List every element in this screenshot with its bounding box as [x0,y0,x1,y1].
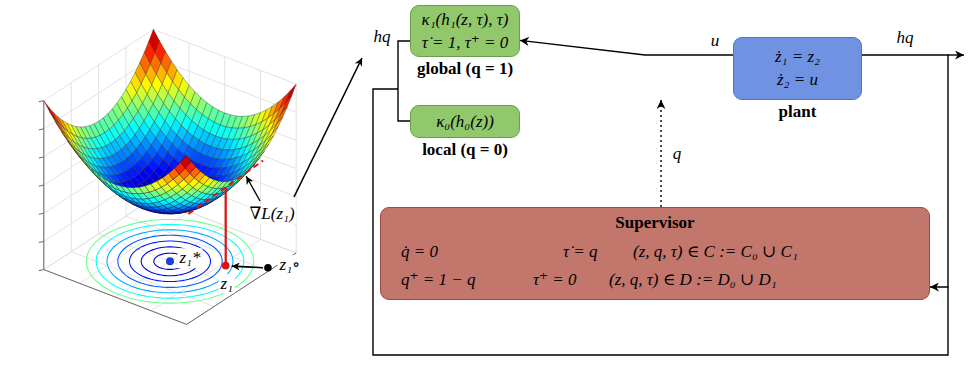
axis-tick [39,157,44,158]
equation-text: (z, q, τ) ∈ C := C₀ ∪ C₁ [633,242,798,262]
signal-label: q [671,144,684,164]
equation-text: κ₀(h₀(z)) [436,112,494,132]
supervisor-box: Supervisor q̇ = 0 τ̇ = q (z, q, τ) ∈ C := C… [380,207,930,300]
point-label: z₁∘ [278,255,303,275]
output-arrow [948,54,964,55]
surface-patch [97,174,108,184]
axes-grid [44,270,187,325]
axes-grid [44,198,154,269]
surface-patch [48,107,59,124]
contour-line [118,235,222,287]
contour-line [96,224,243,298]
axes-grid [126,216,269,271]
surface-patch [54,118,65,134]
axis-tick [39,241,44,242]
initial-point [264,264,272,272]
equation-text: κ₁(h₁(z, τ), τ) [422,10,509,30]
step-arrow [232,266,263,268]
axes-grid [44,170,154,241]
equation-text: ż₁ = z₂ [775,47,820,67]
axes-grid [151,239,261,310]
axis-tick [39,101,44,102]
surface-patch [252,151,263,164]
box-caption: plant [779,102,817,122]
signal-label: hq [895,28,916,48]
axis-tick [39,270,44,271]
axes-grid [44,142,154,213]
surface-patch [258,144,269,158]
axes-grid [44,57,154,128]
point-label: z₁* [177,249,202,269]
equation-text: ż₂ = u [777,70,818,90]
box-caption: global (q = 1) [417,59,513,79]
plant-box: ż₁ = z₂ż₂ = uplant [733,37,862,100]
projection-line [225,187,227,265]
feedback-wire [373,89,948,355]
surface-patch [81,157,92,169]
contour-line [86,219,253,303]
gradient-label: ∇L(z₁) [247,204,296,224]
surface-patch [181,155,192,168]
surface-patch [65,134,76,148]
leader-arrow [246,176,260,201]
axis-tick [39,129,44,130]
equation-text: (z, q, τ) ∈ D := D₀ ∪ D₁ [609,270,777,290]
optimum-point [166,257,174,265]
controller-box: κ₀(h₀(z))local (q = 0) [410,105,520,138]
equation-text: τ⁺ = 0 [533,270,577,290]
signal-arrow [520,40,733,55]
surface-patch [267,127,278,143]
mode-signal [660,100,661,207]
point-label: z₁ [218,274,235,294]
axis-tick [39,185,44,186]
surface-patch [286,84,297,103]
equation-text: τ̇ = q [563,242,598,262]
surface-patch [50,112,61,129]
surface-patch [272,118,283,134]
axes-grid [44,86,154,157]
equation-text: τ̇ = 1, τ⁺ = 0 [422,33,509,53]
axis-tick [39,213,44,214]
switch-bracket [398,41,410,121]
current-point [222,262,230,270]
box-caption: local (q = 0) [422,140,508,160]
axis-line [44,270,187,325]
controller-box: κ₁(h₁(z, τ), τ)τ̇ = 1, τ⁺ = 0global (q =… [410,5,520,57]
leader-arrow [294,58,362,197]
signal-label: u [709,31,722,51]
surface-patch [242,164,253,176]
surface-patch [277,107,288,124]
equation-text: q̇ = 0 [401,242,438,262]
axes-grid [44,29,154,100]
box-heading: Supervisor [615,213,694,233]
contour-line [107,230,233,293]
surface-patch [281,96,292,114]
surface-patch [263,136,274,151]
equation-text: q⁺ = 1 − q [401,270,475,290]
surface-patch [91,169,102,180]
signal-label: hq [372,27,393,47]
contour-line [130,241,211,281]
surface-patch [44,101,55,118]
